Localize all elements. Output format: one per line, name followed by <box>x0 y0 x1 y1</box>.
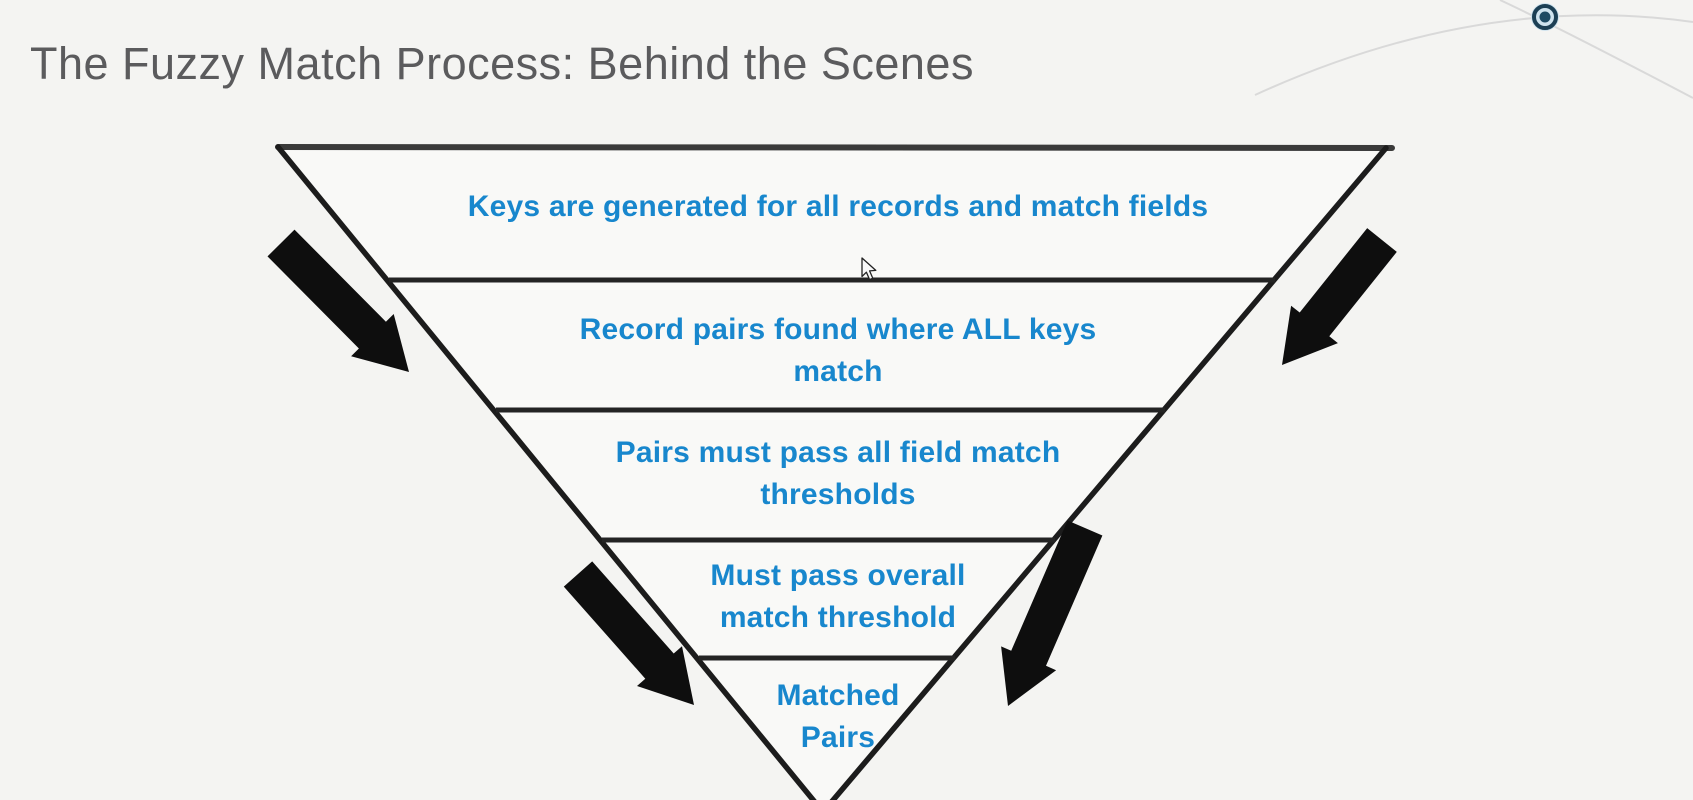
funnel-right-edge <box>829 145 1389 800</box>
funnel-level-4-line-2: match threshold <box>719 601 957 634</box>
funnel-left-edge <box>275 144 817 800</box>
funnel-level-1-label: Keys are generated for all records and m… <box>378 186 1298 228</box>
funnel-level-4-label: Must pass overall match threshold <box>678 555 998 639</box>
funnel-level-5-label: Matched Pairs <box>753 675 923 759</box>
funnel-level-5-line-2: Pairs <box>800 721 876 754</box>
inward-arrow-bottom-left-icon <box>563 561 694 705</box>
funnel-level-4-line-1: Must pass overall <box>710 559 966 592</box>
funnel-level-2-line-1: Record pairs found where ALL keys <box>579 313 1097 346</box>
background-arc-right <box>1499 0 1693 99</box>
funnel-level-3-line-2: thresholds <box>760 478 916 511</box>
background-arc-left <box>1254 14 1693 96</box>
funnel-shape <box>278 147 1386 800</box>
inward-arrow-top-left-icon <box>267 229 409 372</box>
network-node-icon <box>1531 3 1559 31</box>
inward-arrow-bottom-right-icon <box>1001 520 1103 706</box>
funnel-top-edge <box>275 144 1395 151</box>
funnel-level-3-line-1: Pairs must pass all field match <box>615 436 1061 469</box>
funnel-level-2-line-2: match <box>793 355 883 388</box>
funnel-level-3-label: Pairs must pass all field match threshol… <box>558 432 1118 516</box>
inward-arrow-top-right-icon <box>1282 228 1397 365</box>
funnel-level-1-line-1: Keys are generated for all records and m… <box>467 190 1209 223</box>
funnel-level-5-line-1: Matched <box>776 679 900 712</box>
node-ring <box>1532 4 1558 30</box>
slide-title: The Fuzzy Match Process: Behind the Scen… <box>30 38 974 89</box>
node-core <box>1539 11 1551 23</box>
funnel-level-2-label: Record pairs found where ALL keys match <box>538 309 1138 393</box>
